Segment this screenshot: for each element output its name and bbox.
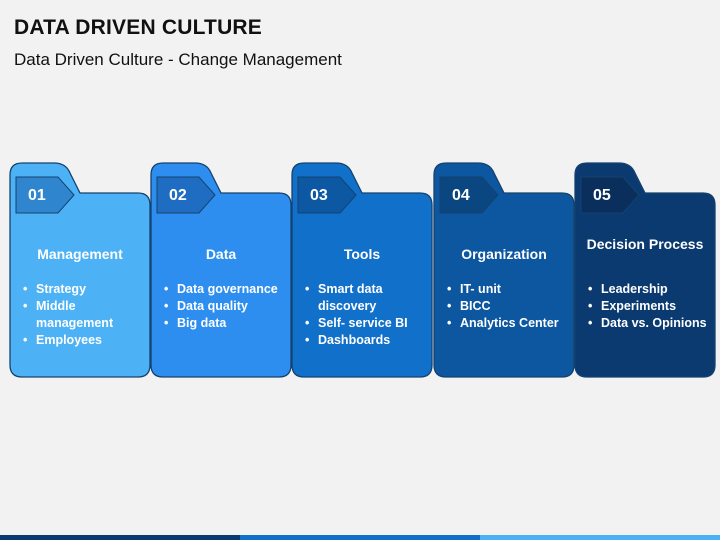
step-number: 02	[169, 187, 187, 204]
page-subtitle: Data Driven Culture - Change Management	[14, 50, 342, 69]
step-card-1: 01 Management StrategyMiddle managementE…	[9, 162, 156, 379]
footer-segment	[0, 535, 240, 540]
step-number: 01	[28, 187, 46, 204]
number-tab-arrow	[156, 176, 216, 214]
number-tab-arrow	[439, 176, 499, 214]
step-item: Middle management	[18, 298, 146, 332]
step-item: Analytics Center	[442, 315, 570, 332]
step-item: Strategy	[18, 281, 146, 298]
page-title: DATA DRIVEN CULTURE	[14, 16, 263, 39]
step-number: 03	[310, 187, 328, 204]
step-number: 04	[452, 187, 470, 204]
step-item: Leadership	[583, 281, 711, 298]
number-tab-arrow	[580, 176, 640, 214]
step-item: Data governance	[159, 281, 287, 298]
step-item: Big data	[159, 315, 287, 332]
step-items: Smart data discoverySelf- service BIDash…	[300, 281, 428, 349]
step-card-2: 02 Data Data governanceData qualityBig d…	[150, 162, 297, 379]
number-tab-arrow	[297, 176, 357, 214]
step-items: Data governanceData qualityBig data	[159, 281, 287, 332]
step-card-4: 04 Organization IT- unitBICCAnalytics Ce…	[433, 162, 580, 379]
step-item: Data vs. Opinions	[583, 315, 711, 332]
step-item: Dashboards	[300, 332, 428, 349]
step-item: BICC	[442, 298, 570, 315]
step-items: StrategyMiddle managementEmployees	[18, 281, 146, 349]
step-item: Experiments	[583, 298, 711, 315]
step-heading: Data	[205, 246, 237, 262]
step-items: IT- unitBICCAnalytics Center	[442, 281, 570, 332]
step-card-5: 05 Decision Process LeadershipExperiment…	[574, 162, 720, 379]
step-heading: Decision Process	[586, 236, 704, 252]
step-item: Data quality	[159, 298, 287, 315]
step-item: Self- service BI	[300, 315, 428, 332]
footer-segment	[480, 535, 720, 540]
footer-color-bar	[0, 535, 720, 540]
step-item: Employees	[18, 332, 146, 349]
footer-segment	[240, 535, 480, 540]
step-heading: Tools	[343, 246, 381, 262]
number-tab-arrow	[15, 176, 75, 214]
step-heading: Management	[37, 246, 123, 262]
step-heading: Organization	[461, 246, 547, 262]
step-card-3: 03 Tools Smart data discoverySelf- servi…	[291, 162, 438, 379]
step-item: IT- unit	[442, 281, 570, 298]
step-number: 05	[593, 187, 611, 204]
step-items: LeadershipExperimentsData vs. Opinions	[583, 281, 711, 332]
step-item: Smart data discovery	[300, 281, 428, 315]
